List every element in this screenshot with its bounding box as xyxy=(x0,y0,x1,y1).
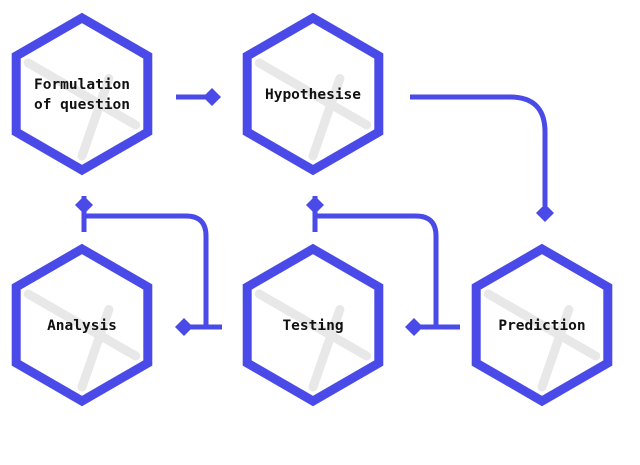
arrow-head-diamond xyxy=(203,88,221,106)
watermark-cube xyxy=(483,289,601,392)
node-analysis: Analysis xyxy=(11,243,153,407)
watermark-cube xyxy=(23,58,141,161)
node-hypothesise: Hypothesise xyxy=(242,12,384,176)
hexagon-nodes: Formulation of question HypothesisePredict… xyxy=(11,12,613,407)
hexagon-outline xyxy=(242,243,384,407)
node-label-hypothesise: Hypothesise xyxy=(265,87,361,103)
hexagon-outline xyxy=(471,243,613,407)
hexagon-outline xyxy=(11,12,153,176)
node-prediction: Prediction xyxy=(471,243,613,407)
arrow-head-diamond xyxy=(536,204,554,222)
watermark-cube xyxy=(23,289,141,392)
node-label-formulation: of question xyxy=(34,97,130,113)
arrow-head-diamond xyxy=(405,318,423,336)
arrow-head-diamond xyxy=(175,318,193,336)
node-label-formulation: Formulation xyxy=(34,77,130,93)
node-formulation: Formulation of question xyxy=(11,12,153,176)
connector-testing-hypothesise xyxy=(315,213,439,327)
hexagon-outline xyxy=(242,12,384,176)
connector-hypothesise-prediction xyxy=(410,94,548,206)
node-label-testing: Testing xyxy=(282,318,343,334)
watermark-cube xyxy=(254,58,372,161)
connector-analysis-formulation xyxy=(84,213,209,327)
connectors xyxy=(75,88,554,336)
watermark-cube xyxy=(254,289,372,392)
hexagon-outline xyxy=(11,243,153,407)
node-testing: Testing xyxy=(242,243,384,407)
node-label-analysis: Analysis xyxy=(47,318,117,334)
node-label-prediction: Prediction xyxy=(498,318,585,334)
